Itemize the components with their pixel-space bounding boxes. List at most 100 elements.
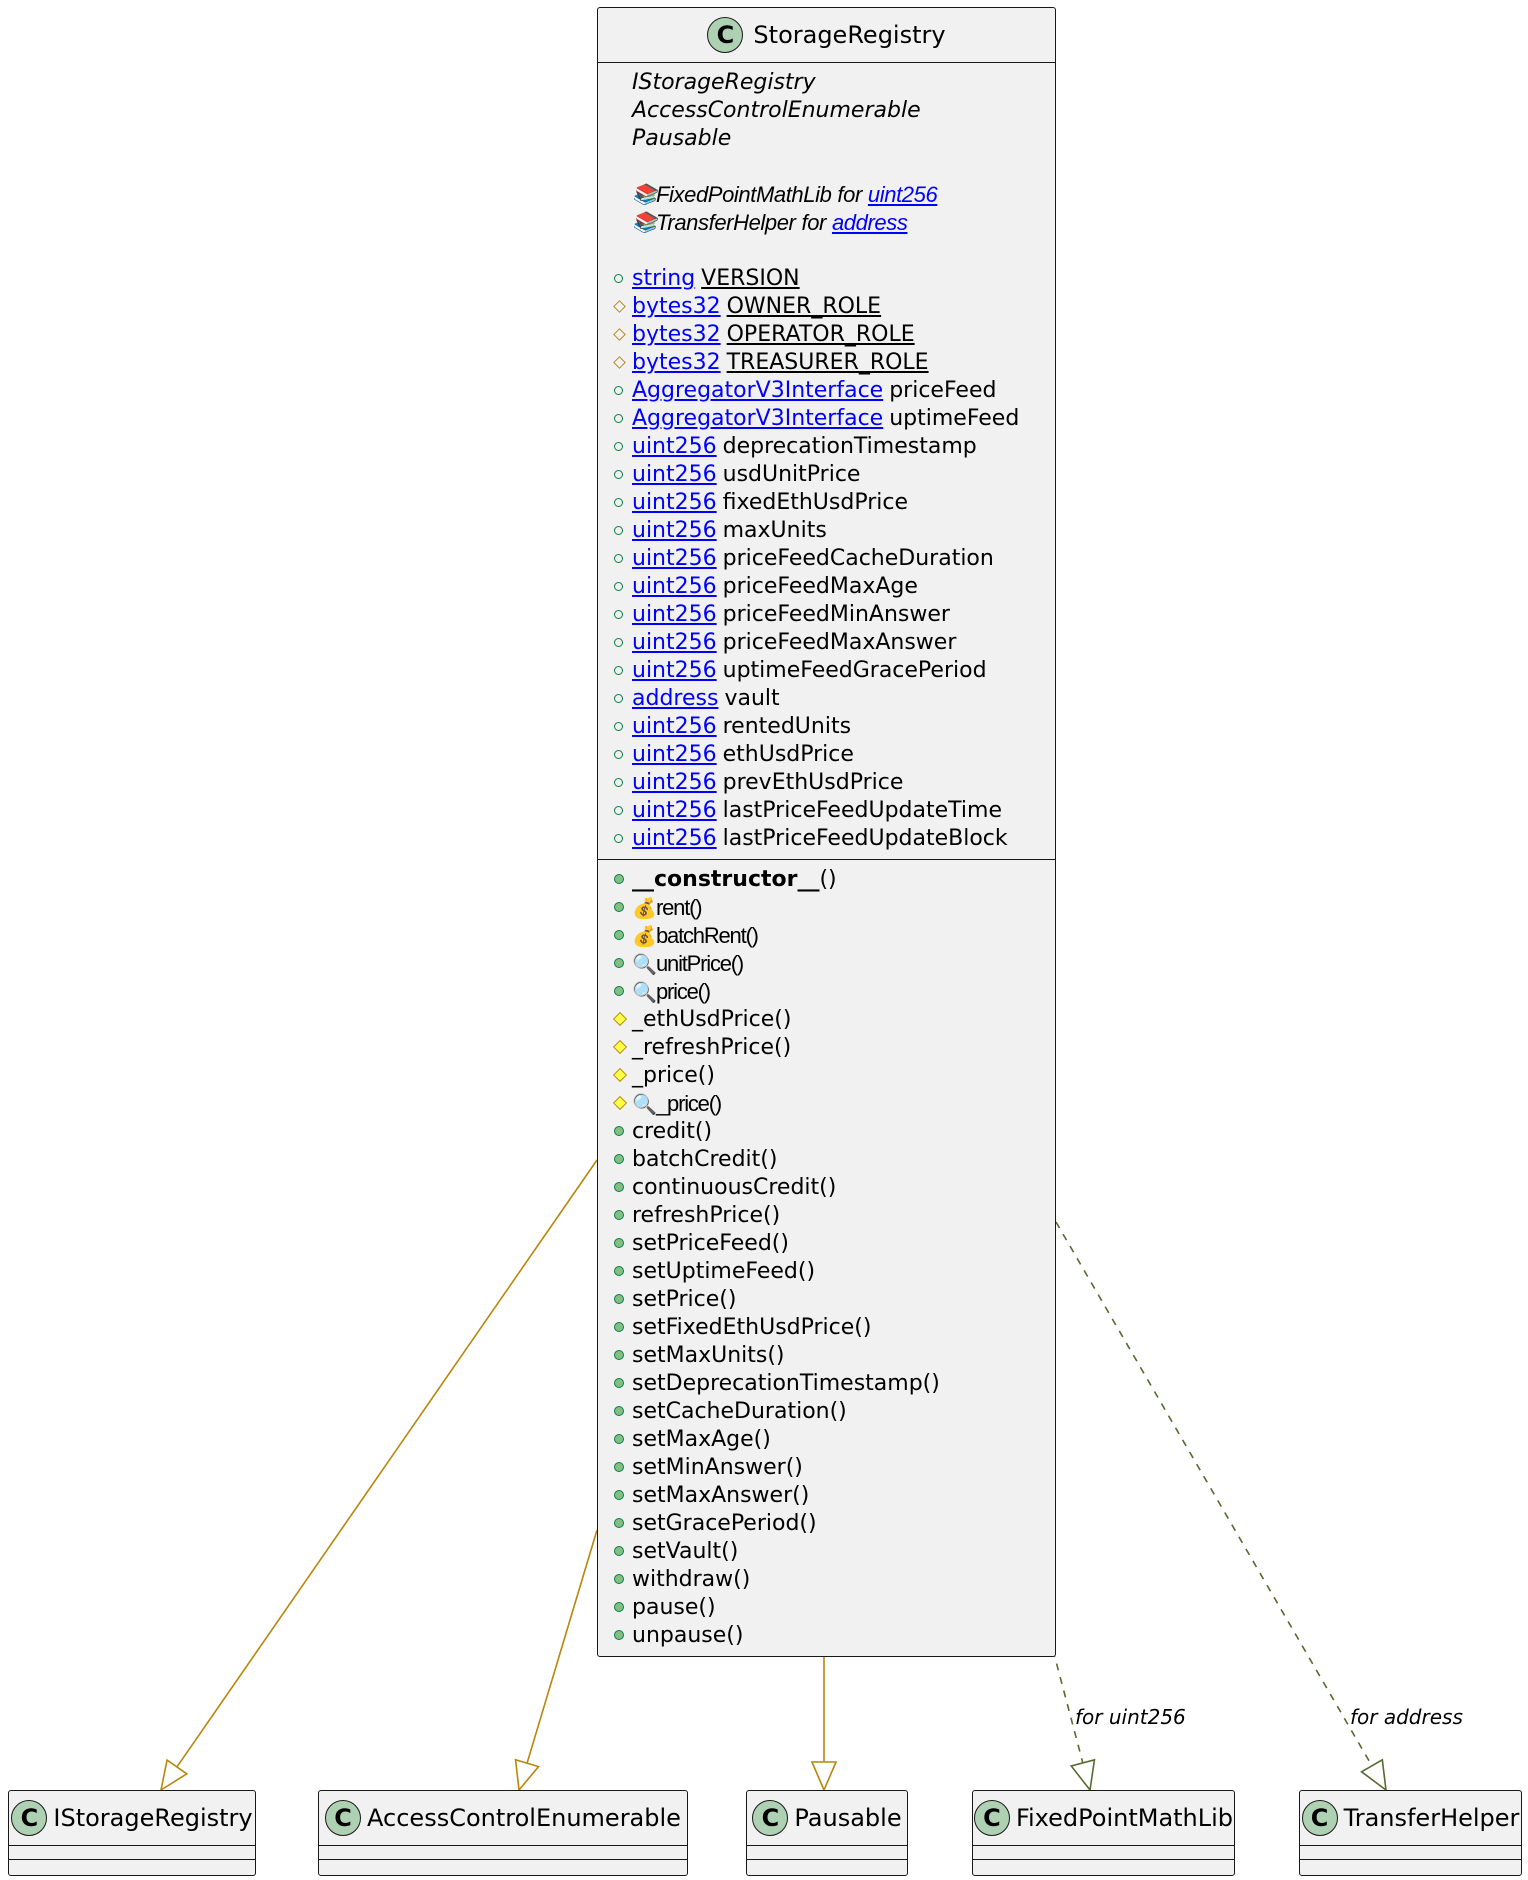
method-row: continuousCredit() — [608, 1174, 1049, 1202]
method-name: refreshPrice() — [632, 1203, 781, 1228]
class-fields-section — [9, 1846, 255, 1860]
field-name: fixedEthUsdPrice — [722, 490, 908, 515]
type-link[interactable]: uint256 — [632, 770, 717, 795]
method-name: setMaxAge() — [632, 1427, 771, 1452]
type-link[interactable]: uint256 — [632, 462, 717, 487]
spacer — [608, 153, 1049, 181]
type-link[interactable]: AggregatorV3Interface — [632, 378, 884, 403]
class-methods-section: __constructor__()💰rent()💰batchRent()🔍uni… — [598, 860, 1055, 1656]
method-row: refreshPrice() — [608, 1202, 1049, 1230]
type-link[interactable]: uint256 — [632, 518, 717, 543]
method-row: batchCredit() — [608, 1146, 1049, 1174]
method-name: _ethUsdPrice() — [632, 1007, 792, 1032]
magnifier-icon: 🔍 — [632, 1092, 657, 1116]
internal-method-marker-icon — [608, 1034, 632, 1062]
class-icon-letter: C — [761, 1804, 780, 1832]
public-marker-icon — [608, 769, 632, 797]
class-c-icon: C — [11, 1800, 48, 1836]
public-marker-icon — [608, 573, 632, 601]
field-name: priceFeedMaxAnswer — [722, 630, 957, 655]
field-name: uptimeFeed — [889, 406, 1020, 431]
type-link[interactable]: uint256 — [632, 742, 717, 767]
public-method-marker-icon — [608, 1566, 632, 1594]
using-type-link[interactable]: address — [831, 210, 908, 235]
edge-uses-fixedpointmathlib — [1052, 1649, 1084, 1764]
method-row: 🔍price() — [608, 978, 1049, 1006]
constant-name: OPERATOR_ROLE — [726, 322, 915, 347]
method-name: setCacheDuration() — [632, 1399, 847, 1424]
type-link[interactable]: uint256 — [632, 798, 717, 823]
public-method-marker-icon — [608, 1286, 632, 1314]
method-name: __constructor__ — [632, 867, 820, 892]
public-method-marker-icon — [608, 1622, 632, 1650]
arrowhead-fixedpointmathlib — [1069, 1758, 1096, 1792]
type-link[interactable]: bytes32 — [632, 322, 721, 347]
public-method-marker-icon — [608, 866, 632, 894]
type-link[interactable]: uint256 — [632, 630, 717, 655]
class-header: C StorageRegistry — [598, 8, 1055, 63]
type-link[interactable]: AggregatorV3Interface — [632, 406, 884, 431]
class-icon-letter: C — [1310, 1804, 1329, 1832]
class-icon-letter: C — [334, 1804, 352, 1832]
type-link[interactable]: uint256 — [632, 658, 717, 683]
edge-label: for uint256 — [1075, 1705, 1186, 1729]
class-c-icon: C — [325, 1800, 362, 1836]
type-link[interactable]: uint256 — [632, 546, 717, 571]
public-method-marker-icon — [608, 1174, 632, 1202]
type-link[interactable]: uint256 — [632, 434, 717, 459]
arrowhead-istorageregistry — [159, 1758, 189, 1792]
field-name: usdUnitPrice — [722, 462, 861, 487]
using-type-link[interactable]: uint256 — [867, 182, 938, 207]
internal-marker-icon — [608, 293, 632, 321]
type-link[interactable]: uint256 — [632, 826, 717, 851]
public-method-marker-icon — [608, 1510, 632, 1538]
method-row: withdraw() — [608, 1566, 1049, 1594]
type-link[interactable]: string — [632, 266, 696, 291]
class-fields-section — [1300, 1846, 1521, 1860]
method-row: setMaxAge() — [608, 1426, 1049, 1454]
method-name: setVault() — [632, 1539, 739, 1564]
method-row: _ethUsdPrice() — [608, 1006, 1049, 1034]
public-method-marker-icon — [608, 1538, 632, 1566]
edge-extends-accesscontrolenumerable — [526, 1529, 598, 1764]
method-row: _refreshPrice() — [608, 1034, 1049, 1062]
method-name: rent() — [656, 895, 703, 920]
public-marker-icon — [608, 517, 632, 545]
type-link[interactable]: bytes32 — [632, 294, 721, 319]
public-marker-icon — [608, 377, 632, 405]
public-marker-icon — [608, 489, 632, 517]
constant-name: VERSION — [701, 266, 800, 291]
method-row: setPrice() — [608, 1286, 1049, 1314]
type-link[interactable]: bytes32 — [632, 350, 721, 375]
type-link[interactable]: uint256 — [632, 714, 717, 739]
inherit-name: Pausable — [632, 126, 732, 151]
type-link[interactable]: uint256 — [632, 574, 717, 599]
method-name: credit() — [632, 1119, 713, 1144]
method-row: pause() — [608, 1594, 1049, 1622]
method-row: 🔍unitPrice() — [608, 950, 1049, 978]
type-link[interactable]: uint256 — [632, 490, 717, 515]
public-marker-icon — [608, 433, 632, 461]
public-method-marker-icon — [608, 1454, 632, 1482]
type-link[interactable]: uint256 — [632, 602, 717, 627]
field-name: lastPriceFeedUpdateTime — [722, 798, 1002, 823]
field-name: deprecationTimestamp — [722, 434, 977, 459]
field-name: priceFeedMaxAge — [722, 574, 918, 599]
method-row: __constructor__() — [608, 866, 1049, 894]
public-marker-icon — [608, 825, 632, 853]
type-link[interactable]: address — [632, 686, 719, 711]
